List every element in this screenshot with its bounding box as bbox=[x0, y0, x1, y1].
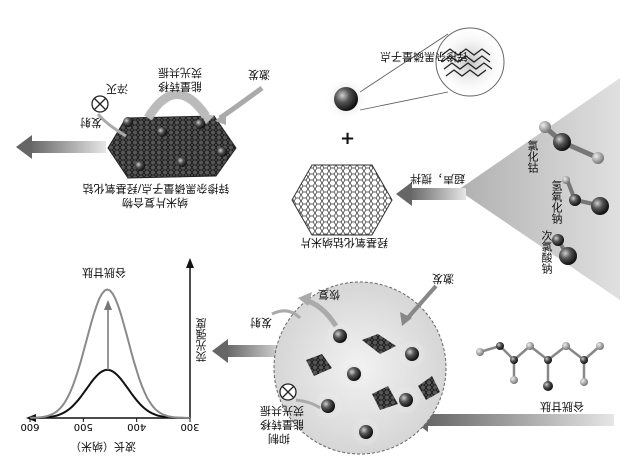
x-tick-label: 300 bbox=[180, 421, 199, 432]
excite-label-top: 激发 bbox=[248, 68, 270, 81]
fret-label-top-1: 荧光共振 bbox=[158, 66, 202, 79]
fret-arc bbox=[144, 90, 210, 121]
plus-sign: + bbox=[340, 128, 356, 149]
fret-label-top-2: 能量转移 bbox=[158, 80, 202, 93]
excite-label-bottom: 激发 bbox=[432, 272, 454, 285]
cobalt-chloride-molecule-icon bbox=[539, 121, 604, 164]
emit-label-top: 发射 bbox=[80, 116, 102, 129]
sodium-hydroxide-molecule-icon bbox=[562, 176, 609, 215]
chart-xlabel: 波长（纳米） bbox=[70, 440, 136, 453]
cooh-nanosheet bbox=[291, 164, 393, 236]
output-arrow-top bbox=[16, 135, 106, 159]
reagent-label-2: 氢氧化钠 bbox=[550, 180, 563, 224]
x-tick-label: 400 bbox=[127, 421, 146, 432]
fret-label-bottom-3: 抑制 bbox=[268, 432, 290, 445]
chart-title: 谷胱甘肽 bbox=[82, 266, 126, 279]
quench-label: 淬灭 bbox=[106, 82, 128, 95]
reagent-label-3: 次氯酸钠 bbox=[540, 230, 553, 274]
reagent-cone bbox=[458, 78, 620, 300]
free-qds bbox=[314, 322, 426, 446]
fret-arrow-bottom bbox=[295, 398, 321, 410]
emit-arrow-top bbox=[96, 113, 127, 138]
ultrasound-label: 超声，搅拌 bbox=[410, 172, 465, 185]
curve-before-glutathione bbox=[29, 368, 190, 419]
excite-arrow-top bbox=[218, 85, 264, 121]
fret-label-bottom-2: 能量转移 bbox=[260, 418, 304, 431]
emit-arrow-bottom bbox=[271, 309, 302, 320]
x-tick-label: 600 bbox=[20, 421, 39, 432]
chart-ylabel: 荧光强度 bbox=[195, 318, 208, 362]
x-tick-group: 300 400 500 600 bbox=[20, 418, 200, 432]
qd-label: 锌掺杂黑磷量子点 bbox=[380, 50, 468, 63]
black-phosphorus-qd bbox=[334, 87, 358, 111]
glutathione-molecule-icon bbox=[479, 344, 601, 384]
recover-label: 恢复 bbox=[318, 288, 340, 301]
glutathione-atoms bbox=[476, 342, 604, 391]
ultrasound-arrow bbox=[396, 182, 466, 206]
composite-label-line2: 纳米片复合物 bbox=[122, 196, 188, 209]
fluorescence-chart: 300 400 500 600 bbox=[20, 258, 200, 432]
emit-label-bottom: 发射 bbox=[250, 316, 272, 329]
sheet-label: 羟基氧化钴纳米片 bbox=[300, 236, 388, 249]
fret-label-bottom-1: 荧光共振 bbox=[260, 404, 304, 417]
output-arrow-bottom bbox=[212, 339, 290, 363]
fragment-sheets bbox=[306, 334, 440, 410]
reagent-label-1: 氯化钴 bbox=[526, 140, 539, 173]
glutathione-label: 谷胱甘肽 bbox=[540, 400, 584, 413]
composite-label-line1: 锌掺杂黑磷量子点/羟基氧化钴 bbox=[82, 182, 230, 195]
fret-arc-head bbox=[200, 112, 214, 124]
increase-arrow-head bbox=[104, 300, 112, 310]
sodium-hypochlorite-molecule-icon bbox=[552, 234, 577, 265]
curve-after-glutathione bbox=[29, 288, 191, 419]
qd-zoom-inset bbox=[359, 26, 506, 111]
x-tick-label: 500 bbox=[74, 421, 93, 432]
composite-nanosheet bbox=[107, 115, 237, 179]
